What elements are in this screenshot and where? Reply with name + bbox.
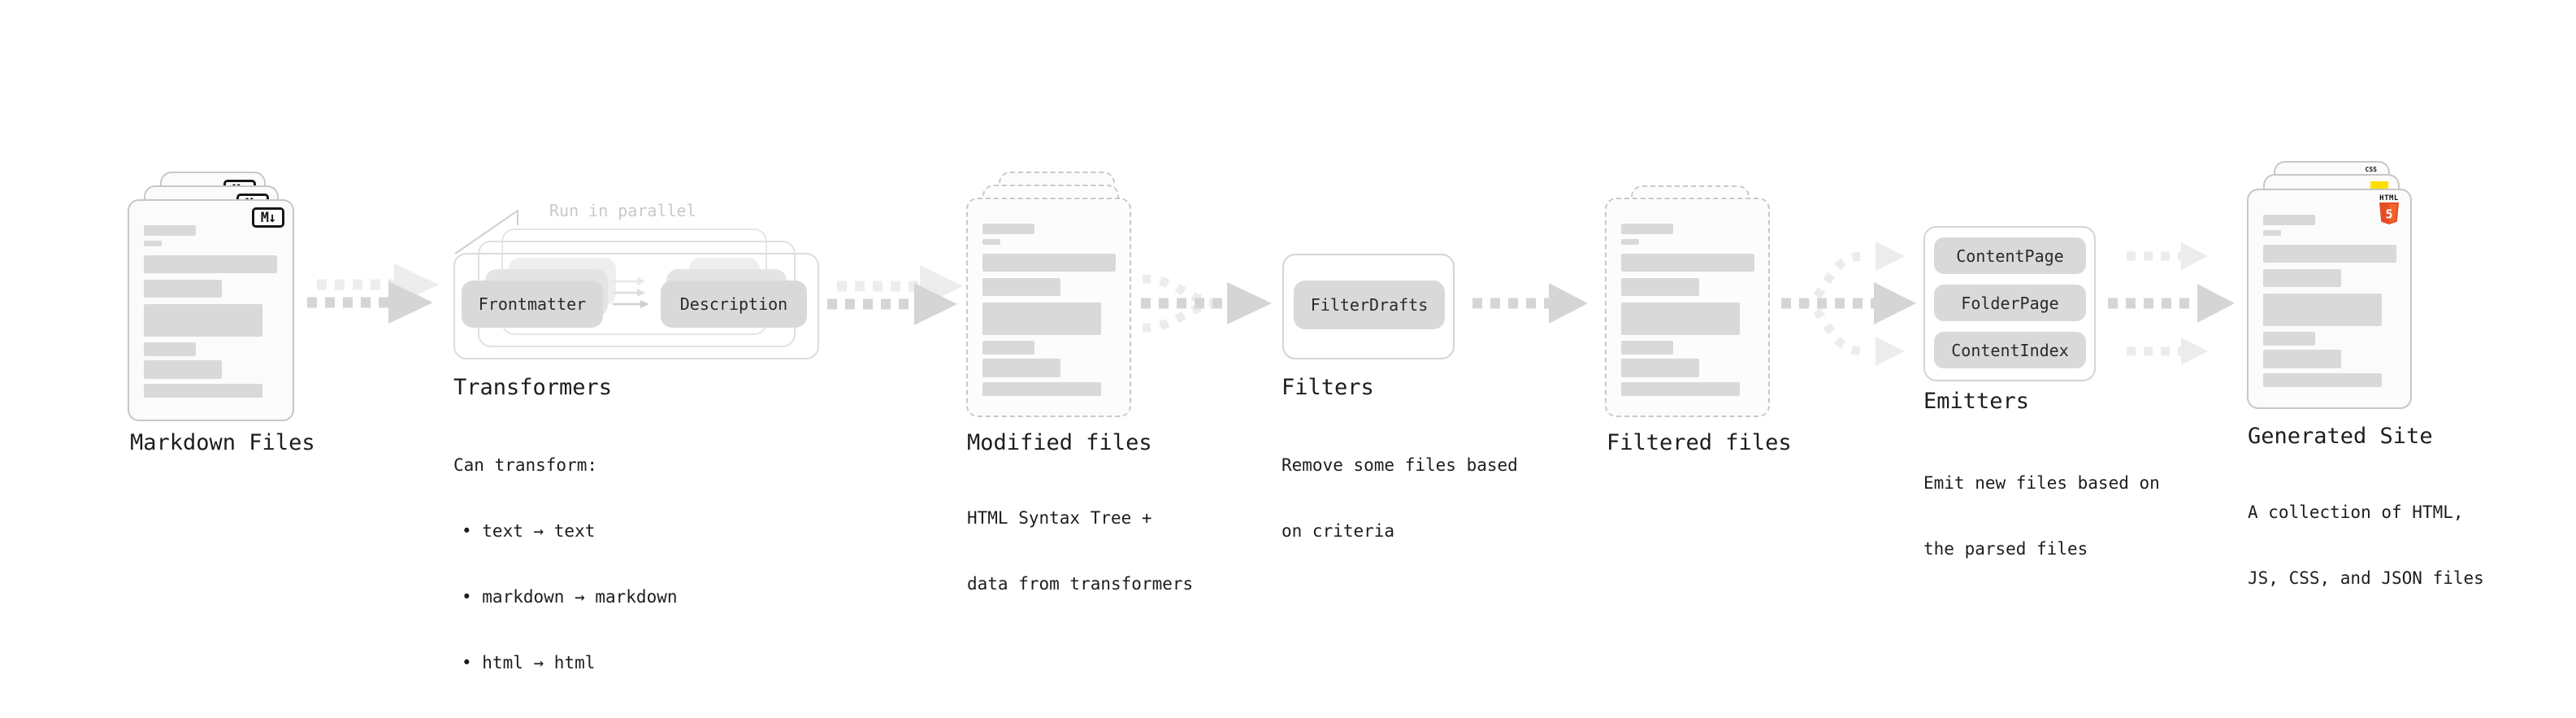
html5-wordmark: HTML (2379, 194, 2399, 202)
ssg-pipeline-diagram: M↓ M↓ M↓ Markdown Files Frontmatter Desc… (128, 161, 2484, 672)
description-box: Description (661, 281, 807, 328)
arrow-filters-to-filtered (1472, 283, 1588, 324)
filterdrafts-box: FilterDrafts (1294, 281, 1445, 329)
transformer-step-arrows (613, 277, 649, 308)
generated-site-title: Generated Site (2248, 424, 2433, 449)
filters-description: Remove some files based on criteria (1281, 411, 1518, 586)
desc-line: A collection of HTML, (2248, 503, 2464, 522)
desc-line: data from transformers (967, 574, 1194, 594)
file-content-placeholder (2263, 215, 2396, 387)
desc-line: • markdown → markdown (462, 587, 678, 607)
emitters-title: Emitters (1923, 389, 2030, 414)
desc-line: Emit new files based on (1923, 473, 2160, 493)
folderpage-label: FolderPage (1961, 293, 2059, 313)
svg-text:5: 5 (2385, 207, 2392, 222)
js-icon (2370, 181, 2388, 190)
arrow-markdown-to-transformers (307, 263, 439, 324)
folderpage-box: FolderPage (1934, 285, 2086, 321)
filtered-file-card-front (1605, 198, 1770, 417)
contentindex-box: ContentIndex (1934, 332, 2086, 368)
generated-file-card-front: HTML 5 (2247, 189, 2412, 409)
arrow-transformers-to-modified (827, 265, 963, 325)
desc-line: Can transform: (453, 455, 598, 475)
file-content-placeholder (1621, 224, 1754, 396)
transformer-frame-front (453, 253, 819, 359)
filtered-files-title: Filtered files (1607, 430, 1792, 455)
frontmatter-box: Frontmatter (462, 281, 603, 328)
desc-line: on criteria (1281, 521, 1395, 541)
desc-line: JS, CSS, and JSON files (2248, 568, 2484, 588)
arrow-modified-to-filters (1141, 274, 1272, 333)
contentpage-label: ContentPage (1956, 246, 2064, 266)
transformers-title: Transformers (453, 375, 613, 400)
transformers-description: Can transform: • text → text • markdown … (453, 411, 678, 718)
filters-title: Filters (1281, 375, 1374, 400)
emitters-description: Emit new files based on the parsed files (1923, 429, 2160, 604)
desc-line: HTML Syntax Tree + (967, 508, 1152, 528)
markdown-icon: M↓ (252, 207, 284, 228)
desc-line: • html → html (462, 653, 596, 672)
modified-files-description: HTML Syntax Tree + data from transformer… (967, 463, 1193, 639)
markdown-file-card-front: M↓ (128, 199, 294, 421)
file-content-placeholder (982, 224, 1116, 396)
modified-file-card-front (966, 198, 1131, 417)
contentindex-label: ContentIndex (1951, 340, 2069, 360)
run-in-parallel-note: Run in parallel (549, 201, 696, 220)
generated-site-description: A collection of HTML, JS, CSS, and JSON … (2248, 458, 2484, 633)
desc-line: Remove some files based (1281, 455, 1518, 475)
file-content-placeholder (144, 225, 277, 398)
emitters-frame (1923, 226, 2096, 381)
contentpage-box: ContentPage (1934, 237, 2086, 274)
desc-line: the parsed files (1923, 539, 2088, 559)
html5-icon: HTML 5 (2379, 194, 2400, 228)
modified-files-title: Modified files (967, 430, 1152, 455)
frontmatter-label: Frontmatter (478, 294, 587, 314)
desc-line: • text → text (462, 521, 596, 541)
markdown-files-title: Markdown Files (130, 430, 315, 455)
run-in-parallel-leader-line (454, 209, 518, 255)
filters-frame (1282, 254, 1455, 359)
arrow-emitters-to-generated (2108, 242, 2235, 365)
arrow-filtered-to-emitters (1781, 242, 1916, 366)
filterdrafts-label: FilterDrafts (1310, 295, 1429, 315)
description-label: Description (679, 294, 788, 314)
